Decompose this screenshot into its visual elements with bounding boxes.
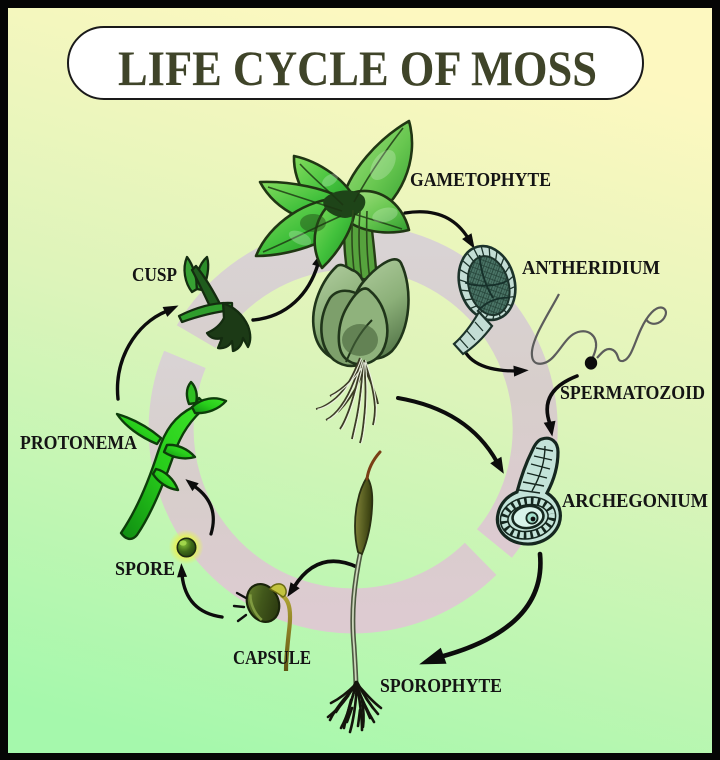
svg-text:PROTONEMA: PROTONEMA xyxy=(20,433,137,454)
svg-text:CUSP: CUSP xyxy=(132,265,177,286)
svg-text:ARCHEGONIUM: ARCHEGONIUM xyxy=(562,491,708,512)
svg-text:SPOROPHYTE: SPOROPHYTE xyxy=(380,676,502,697)
svg-text:SPORE: SPORE xyxy=(115,559,175,580)
svg-text:CAPSULE: CAPSULE xyxy=(233,648,311,669)
svg-text:ANTHERIDIUM: ANTHERIDIUM xyxy=(522,258,660,279)
svg-text:SPERMATOZOID: SPERMATOZOID xyxy=(560,383,705,404)
svg-text:LIFE CYCLE OF MOSS: LIFE CYCLE OF MOSS xyxy=(118,40,597,96)
svg-text:GAMETOPHYTE: GAMETOPHYTE xyxy=(410,170,551,191)
